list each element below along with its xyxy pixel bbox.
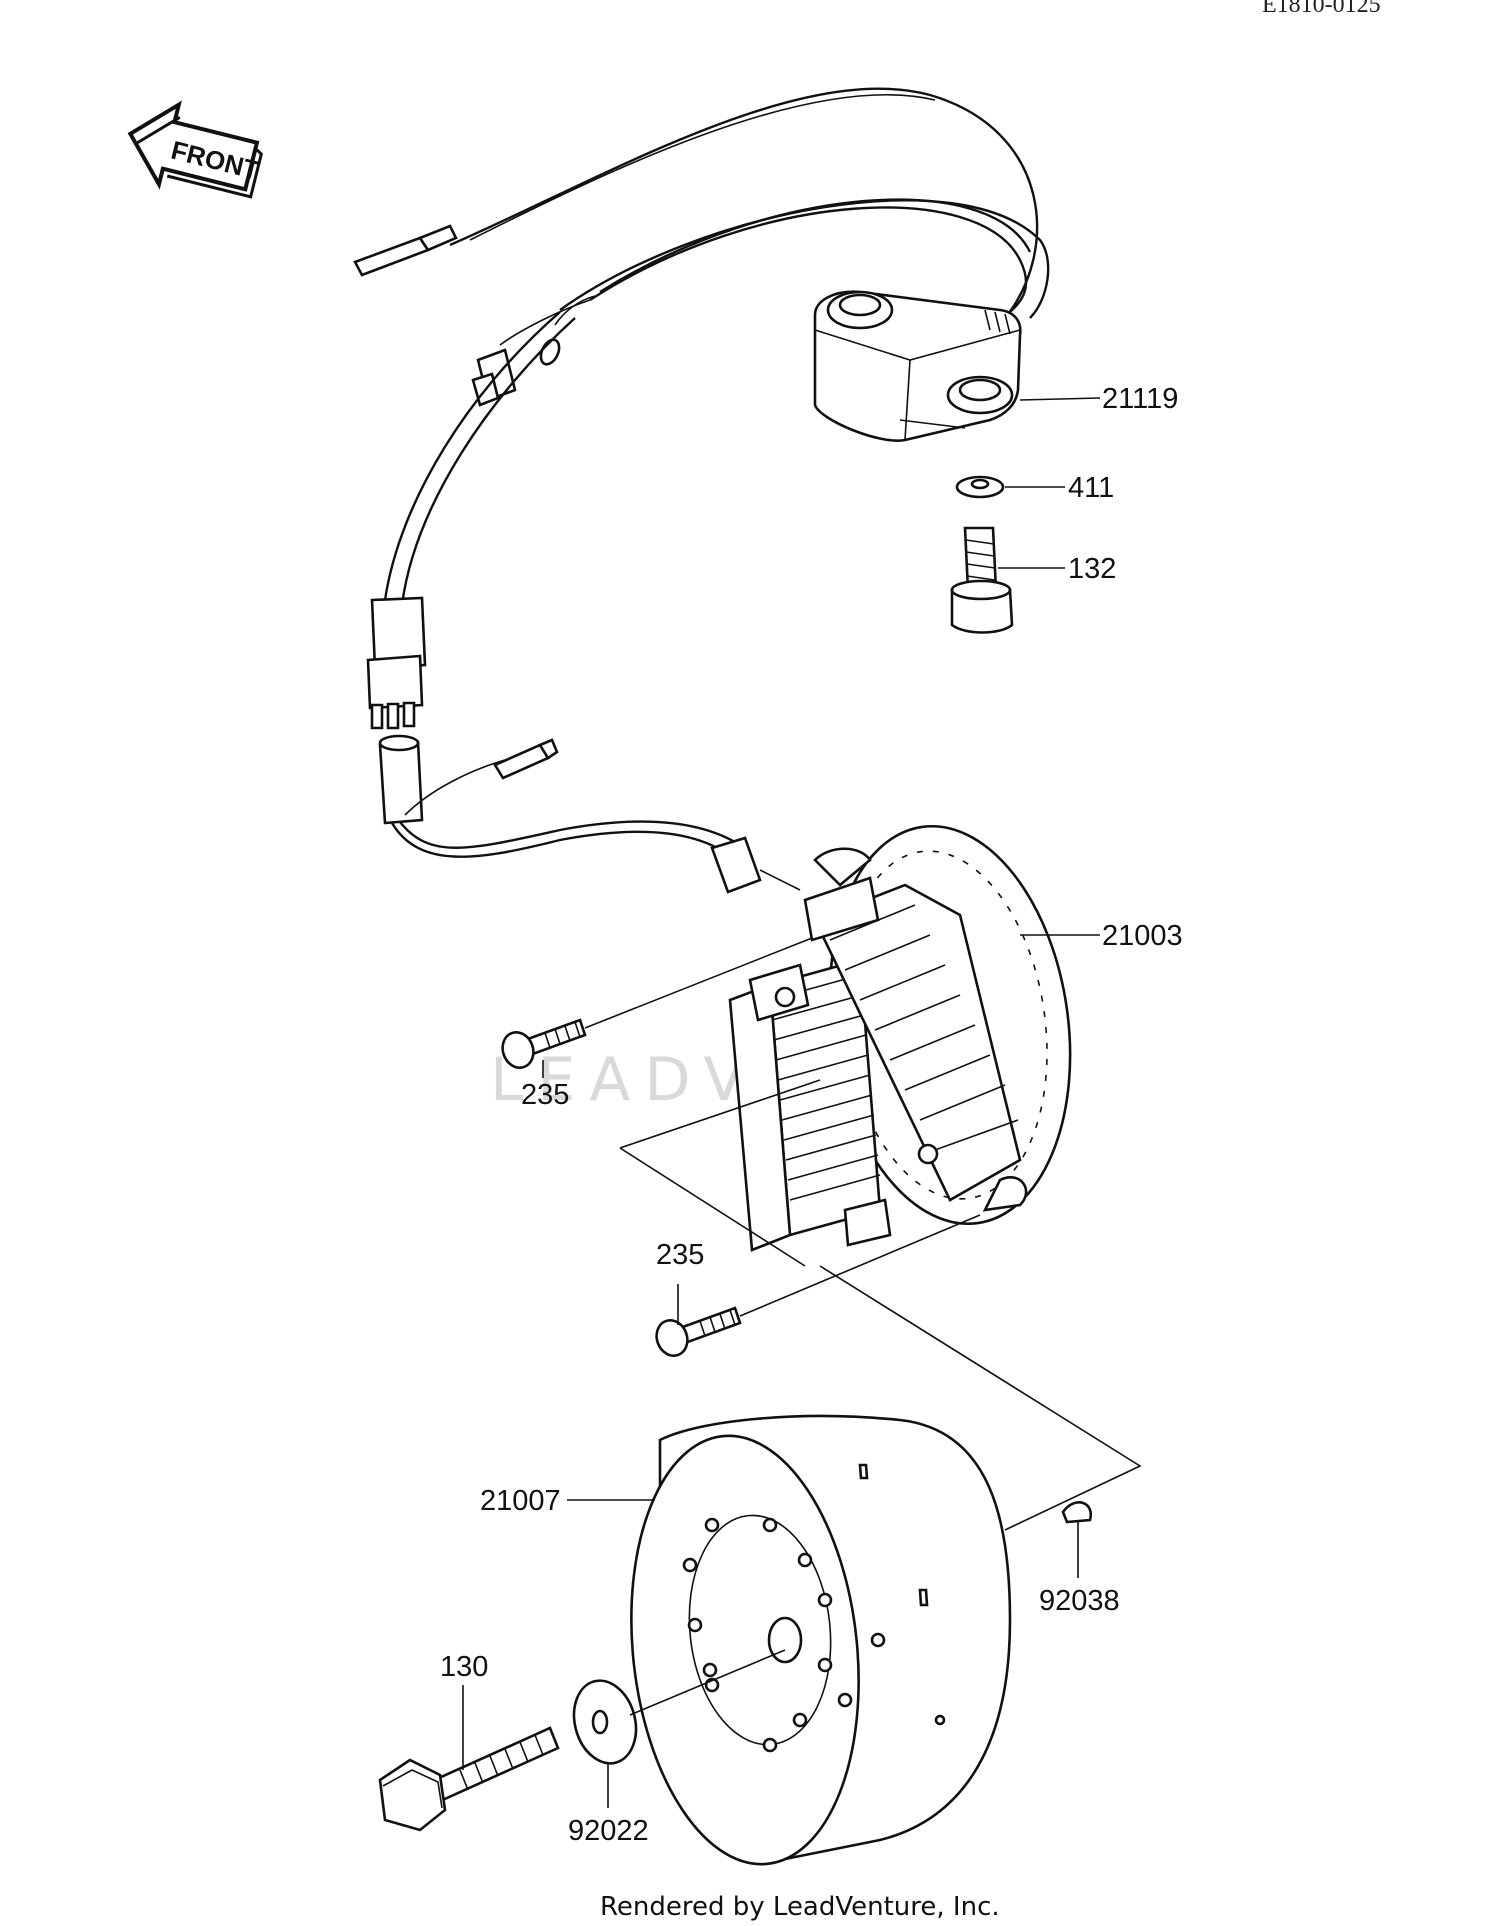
assembly-line (619, 1147, 806, 1267)
label-132: 132 (1068, 553, 1116, 585)
washer-92022 (572, 1649, 786, 1765)
leader-92038: 92038 (1039, 1522, 1120, 1617)
label-411: 411 (1068, 472, 1114, 504)
leader-130: 130 (440, 1651, 488, 1770)
screw-235-lower (655, 1214, 981, 1357)
bolt-132 (950, 526, 1014, 634)
label-235-upper: 235 (521, 1079, 569, 1111)
leader-21007: 21007 (480, 1485, 655, 1517)
front-arrow-icon: FRONT (127, 100, 263, 199)
screw-235-upper (501, 937, 813, 1069)
stator-plate (728, 824, 1072, 1252)
label-130: 130 (440, 1651, 488, 1683)
wiring-harness (353, 87, 1050, 894)
assembly-line (619, 1079, 821, 1149)
flywheel (630, 1414, 1012, 1866)
leader-235-upper: 235 (521, 1060, 569, 1111)
diagram-code: E1810-0125 (1262, 0, 1381, 18)
woodruff-key-92038 (1061, 1501, 1093, 1524)
label-21003: 21003 (1102, 920, 1183, 952)
leader-92022: 92022 (568, 1762, 649, 1847)
leader-411: 411 (1005, 472, 1114, 504)
assembly-line (819, 1265, 1142, 1531)
label-92038: 92038 (1039, 1585, 1120, 1617)
label-21119: 21119 (1102, 383, 1178, 415)
label-92022: 92022 (568, 1815, 649, 1847)
label-235-lower: 235 (656, 1239, 704, 1271)
leader-21119: 21119 (1019, 383, 1178, 415)
leader-132: 132 (998, 553, 1116, 585)
cdi-unit (813, 290, 1022, 442)
bolt-130 (378, 1726, 560, 1832)
label-21007: 21007 (480, 1485, 561, 1517)
leader-21003: 21003 (1020, 920, 1183, 952)
footer-credit: Rendered by LeadVenture, Inc. (600, 1892, 1000, 1922)
leader-235-lower: 235 (656, 1239, 704, 1325)
washer-411 (955, 475, 1005, 499)
